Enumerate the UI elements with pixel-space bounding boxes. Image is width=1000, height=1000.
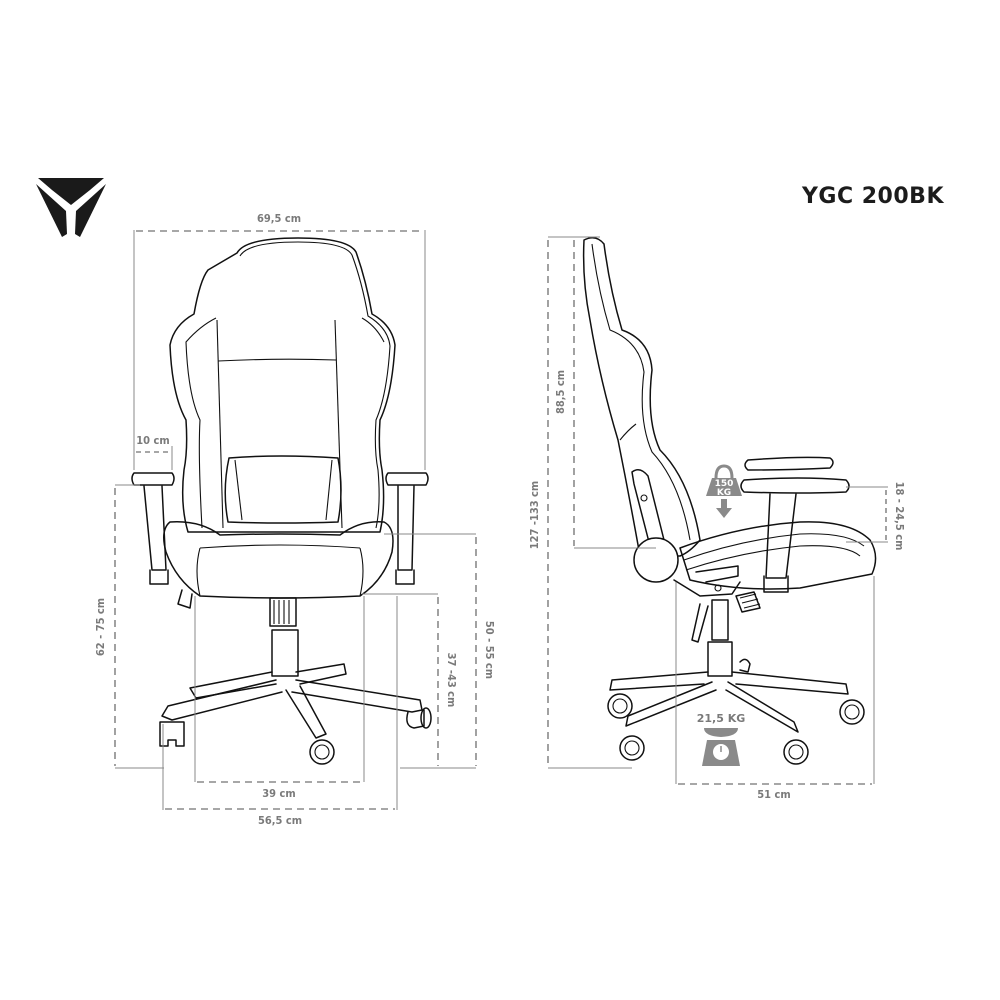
- brand-logo-icon: [36, 178, 106, 237]
- dim-base-width: 56,5 cm: [258, 814, 302, 827]
- dim-total-height: 127 -133 cm: [528, 481, 541, 550]
- dim-armrest-top-height: 50 - 55 cm: [483, 621, 496, 679]
- chair-weight-label: 21,5 KG: [697, 712, 746, 725]
- front-dimensions: 69,5 cm 10 cm 62 - 75 cm 37 -43 cm 50 - …: [94, 212, 496, 827]
- max-load-unit: KG: [717, 488, 731, 498]
- dim-backrest-height: 88,5 cm: [554, 370, 567, 414]
- dim-armrest-width: 10 cm: [136, 434, 169, 447]
- dim-overall-width: 69,5 cm: [257, 212, 301, 225]
- side-dimensions: 127 -133 cm 88,5 cm 18 - 24,5 cm 51 cm: [528, 236, 906, 801]
- dim-depth: 51 cm: [757, 788, 790, 801]
- model-title: YGC 200BK: [801, 184, 944, 209]
- dim-armrest-adjust: 18 - 24,5 cm: [893, 482, 906, 551]
- dim-armrest-height: 62 - 75 cm: [94, 598, 107, 656]
- side-view-chair: [582, 237, 877, 765]
- front-view-chair: [131, 237, 432, 765]
- dim-seat-width: 39 cm: [262, 787, 295, 800]
- max-load-weight-icon: 150 KG: [706, 464, 742, 518]
- chair-weight-scale-icon: 21,5 KG: [697, 712, 746, 766]
- max-load-value: 150: [715, 479, 734, 489]
- dim-seat-height: 37 -43 cm: [445, 653, 458, 708]
